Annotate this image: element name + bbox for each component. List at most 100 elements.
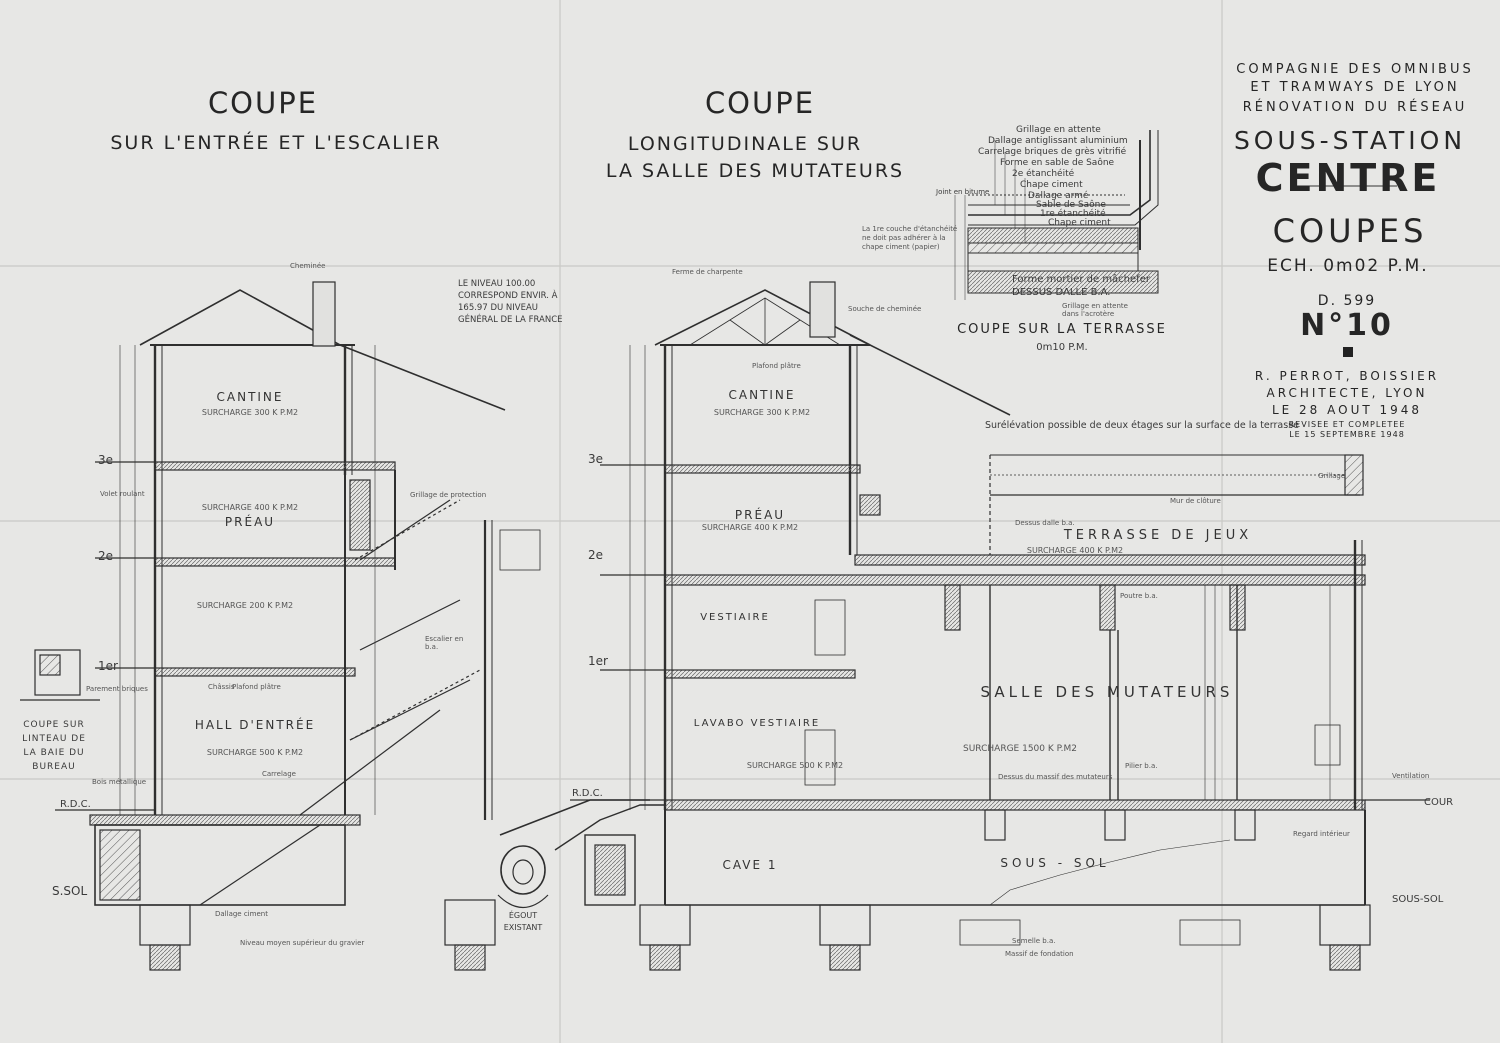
left-label-parement: Parement briques	[86, 685, 148, 693]
detail-layer-2: Carrelage briques de grès vitrifié	[978, 147, 1127, 157]
mid-label-semelle: Semelle b.a.	[1012, 937, 1056, 945]
detail-note: La 1re couche d'étanchéité ne doit pas a…	[862, 225, 958, 251]
mid-room-cantine: CANTINE	[728, 388, 796, 402]
detail-forme: Forme mortier de mâchefer	[1012, 274, 1150, 285]
cartouche-ref: D. 599	[1317, 293, 1377, 309]
left-room-cantine: CANTINE	[216, 390, 284, 404]
mid-section-title: COUPE	[704, 86, 816, 120]
cartouche-coupes: COUPES	[1272, 212, 1428, 250]
mid-level-1: 1er	[588, 654, 608, 668]
detail-joint: Joint en bitume	[936, 188, 990, 196]
left-room-preau-load: SURCHARGE 400 K P.M2	[201, 503, 299, 512]
left-lintel-title: COUPE SUR LINTEAU DE LA BAIE DU BUREAU	[22, 720, 86, 772]
cartouche-architect-2: ARCHITECTE, LYON	[1266, 386, 1428, 400]
mid-surelevation: Surélévation possible de deux étages sur…	[985, 420, 1299, 431]
detail-scale: 0m10 P.M.	[1036, 342, 1088, 353]
detail-dessus: DESSUS DALLE B.A.	[1012, 287, 1111, 298]
mid-level-rdc: R.D.C.	[572, 788, 603, 799]
mid-label-pilier: Pilier b.a.	[1125, 762, 1158, 770]
mid-section-subtitle-1: LONGITUDINALE SUR	[627, 133, 863, 155]
mid-label-plafond: Plafond plâtre	[752, 362, 801, 370]
mid-room-lavabo: LAVABO VESTIAIRE	[693, 718, 821, 729]
mid-room-lavabo-load: SURCHARGE 500 K P.M2	[746, 761, 844, 770]
mid-label-grillage: Grillage	[1318, 472, 1346, 480]
left-label-bois: Bois métallique	[92, 778, 147, 786]
mid-sous-sol: SOUS - SOL	[1000, 856, 1110, 870]
detail-layer-7: Sable de Saône	[1036, 200, 1106, 210]
detail-layer-1: Dallage antiglissant aluminium	[988, 136, 1128, 146]
left-label-cheminee: Cheminée	[290, 262, 326, 270]
left-level-2: 2e	[98, 549, 114, 563]
mid-label-dessus-massif: Dessus du massif des mutateurs	[998, 773, 1113, 781]
cartouche-date: LE 28 AOUT 1948	[1271, 403, 1423, 417]
mid-label-dessus-dalle: Dessus dalle b.a.	[1015, 519, 1075, 527]
left-room-cantine-load: SURCHARGE 300 K P.M2	[201, 408, 299, 417]
mid-salle: SALLE DES MUTATEURS	[980, 683, 1234, 701]
left-section-title: COUPE	[207, 86, 319, 120]
mid-label-ferme: Ferme de charpente	[672, 268, 743, 276]
cartouche-number: N°10	[1300, 308, 1394, 343]
left-section-subtitle: SUR L'ENTRÉE ET L'ESCALIER	[110, 132, 442, 154]
cartouche-renovation: RÉNOVATION DU RÉSEAU	[1242, 100, 1468, 115]
cartouche-centre: CENTRE	[1255, 156, 1441, 200]
left-label-dallage: Dallage ciment	[215, 910, 268, 918]
mid-room-cave: CAVE 1	[722, 858, 778, 872]
cartouche-revised-2: LE 15 SEPTEMBRE 1948	[1289, 430, 1405, 439]
mid-sous-sol-right: SOUS-SOL	[1392, 894, 1444, 905]
left-level-ssol: S.SOL	[52, 884, 88, 898]
mid-section	[554, 281, 1430, 971]
mid-room-preau: PRÉAU	[734, 508, 786, 522]
detail-layer-5: Chape ciment	[1020, 180, 1083, 190]
cartouche-mark	[1343, 347, 1353, 357]
mid-label-ventilation: Ventilation	[1392, 772, 1430, 780]
detail-layer-9: Chape ciment	[1048, 218, 1111, 228]
mid-level-3: 3e	[588, 452, 604, 466]
mid-label-mur: Mur de clôture	[1170, 497, 1221, 505]
mid-terrasse: TERRASSE DE JEUX	[1063, 528, 1253, 543]
mid-room-preau-load: SURCHARGE 400 K P.M2	[701, 523, 799, 532]
cartouche-revised-1: REVISEE ET COMPLETEE	[1288, 420, 1406, 429]
detail-layer-8: 1re étanchéité	[1040, 209, 1106, 219]
mid-section-subtitle-2: LA SALLE DES MUTATEURS	[605, 160, 905, 182]
mid-salle-load: SURCHARGE 1500 K P.M2	[963, 744, 1077, 754]
left-room-hall: HALL D'ENTRÉE	[194, 718, 316, 732]
mid-room-vestiaire: VESTIAIRE	[700, 612, 770, 623]
cartouche-company-2: ET TRAMWAYS DE LYON	[1250, 80, 1460, 95]
left-label-volet: Volet roulant	[100, 490, 145, 498]
cartouche-scale: ECH. 0m02 P.M.	[1267, 256, 1429, 276]
left-label-grillage: Grillage de protection	[410, 491, 487, 499]
cartouche-architect-1: R. PERROT, BOISSIER	[1254, 369, 1440, 383]
left-room-hall-load: SURCHARGE 500 K P.M2	[206, 748, 304, 757]
left-level-3: 3e	[98, 453, 114, 467]
mid-terrasse-load: SURCHARGE 400 K P.M2	[1026, 546, 1124, 555]
terrace-detail	[954, 130, 1159, 300]
left-label-plafond: Plafond plâtre	[232, 683, 281, 691]
left-room-1st-load: SURCHARGE 200 K P.M2	[196, 601, 294, 610]
mid-label-souche: Souche de cheminée	[848, 305, 922, 313]
left-egout: ÉGOUT EXISTANT	[503, 911, 543, 932]
mid-room-cantine-load: SURCHARGE 300 K P.M2	[713, 408, 811, 417]
left-level-1: 1er	[98, 659, 118, 673]
cartouche-company-1: COMPAGNIE DES OMNIBUS	[1236, 62, 1474, 77]
mid-label-poutre: Poutre b.a.	[1120, 592, 1158, 600]
detail-layer-4: 2e étanchéité	[1012, 169, 1075, 179]
left-escalier: Escalier en b.a.	[425, 635, 464, 651]
cartouche-sous-station: SOUS-STATION	[1233, 126, 1467, 155]
left-section	[20, 281, 650, 971]
detail-layer-0: Grillage en attente	[1016, 125, 1101, 135]
mid-level-2: 2e	[588, 548, 604, 562]
mid-label-massif: Massif de fondation	[1005, 950, 1074, 958]
detail-layer-3: Forme en sable de Saône	[1000, 158, 1115, 168]
mid-label-regard: Regard intérieur	[1293, 830, 1350, 838]
mid-cour: COUR	[1424, 797, 1454, 808]
detail-grillage-acrotere: Grillage en attente dans l'acrotère	[1062, 302, 1128, 318]
detail-layer-6: Dallage armé	[1028, 191, 1089, 201]
detail-title: COUPE SUR LA TERRASSE	[957, 322, 1167, 337]
left-label-chassis: Châssis	[208, 683, 235, 691]
left-room-preau: PRÉAU	[224, 515, 276, 529]
left-level-rdc: R.D.C.	[60, 799, 91, 810]
left-niveau-nappe: Niveau moyen supérieur du gravier	[240, 939, 365, 947]
